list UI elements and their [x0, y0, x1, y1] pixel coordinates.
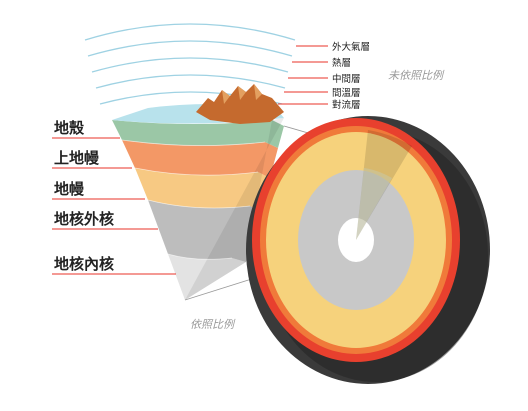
label-exosphere: 外大氣層 — [332, 41, 370, 53]
earth-layer-labels: 地殼 上地幔 地幔 地核外核 地核內核 — [54, 119, 114, 273]
earth-sphere — [246, 116, 490, 384]
label-stratosphere: 間溫層 — [332, 88, 361, 99]
atmosphere-arc-3 — [91, 57, 289, 73]
earth-layer-leaders — [52, 137, 176, 275]
wedge-inner-core — [168, 254, 246, 300]
cone-wedge — [112, 104, 284, 300]
wedge-mantle — [135, 168, 270, 212]
note-to-scale: 依照比例 — [190, 318, 236, 331]
wedge-side-face — [185, 118, 284, 300]
label-mantle: 地幔 — [54, 180, 85, 198]
sphere-cut-face — [252, 118, 460, 362]
label-thermosphere: 熱層 — [332, 57, 351, 69]
label-mesosphere: 中間層 — [332, 73, 361, 85]
label-crust: 地殼 — [54, 119, 85, 137]
label-upper-mantle: 上地幔 — [54, 149, 100, 167]
sphere-sector-mantle — [356, 168, 392, 240]
wedge-upper-mantle — [122, 140, 278, 178]
wedge-boundaries — [121, 139, 266, 260]
atmosphere-arc-1 — [84, 23, 296, 41]
atmosphere-arc-2 — [87, 40, 293, 57]
wedge-crust — [112, 120, 284, 148]
label-outer-core: 地核外核 — [54, 210, 114, 228]
note-not-to-scale: 未依照比例 — [388, 69, 445, 82]
wedge-outer-core — [148, 200, 262, 262]
atmosphere-arc-4 — [95, 74, 286, 89]
atmosphere-labels: 外大氣層 熱層 中間層 間溫層 對流層 — [332, 41, 370, 111]
mountain-highlight — [222, 84, 262, 104]
atmosphere-arcs — [84, 23, 296, 105]
label-troposphere: 對流層 — [332, 99, 361, 111]
atmosphere-leaders — [278, 45, 328, 105]
mountain-range — [196, 84, 284, 124]
label-inner-core: 地核內核 — [54, 255, 114, 273]
